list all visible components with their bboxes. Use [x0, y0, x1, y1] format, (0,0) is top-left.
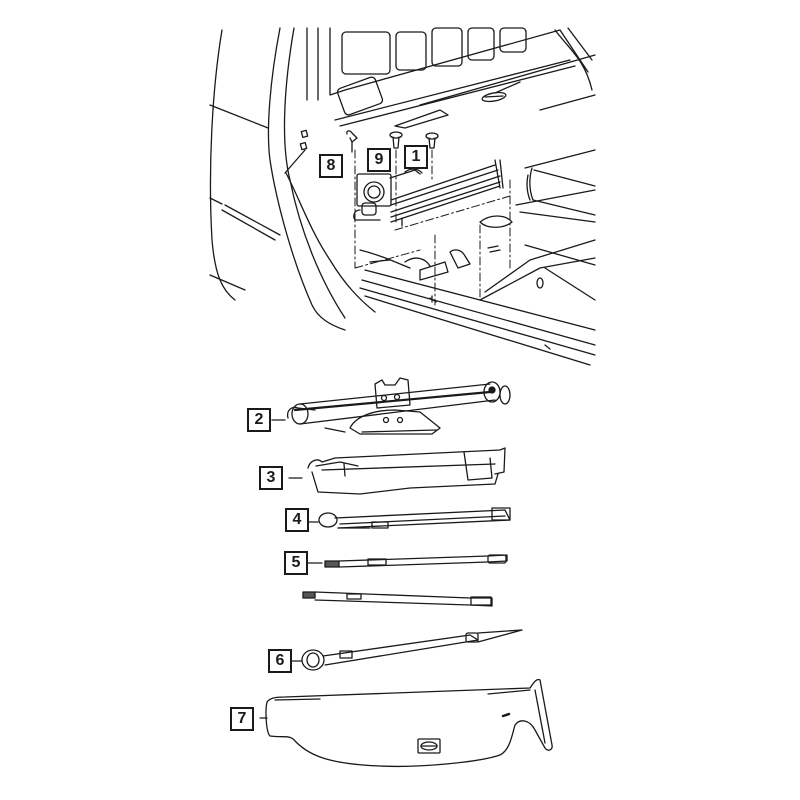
callout-5: 5 — [284, 551, 308, 575]
callout-3: 3 — [259, 466, 283, 490]
callout-7: 7 — [230, 707, 254, 731]
callout-2: 2 — [247, 408, 271, 432]
jack-holder-drawing — [307, 447, 506, 495]
vehicle-cargo-area — [209, 27, 596, 366]
scissor-jack-drawing — [286, 377, 511, 435]
second-extension-rod-drawing — [302, 591, 493, 607]
tool-cover-drawing — [265, 678, 553, 768]
callout-1: 1 — [404, 145, 428, 169]
callout-4: 4 — [285, 508, 309, 532]
lug-wrench-drawing — [301, 629, 523, 671]
jack-handle-drawing — [318, 507, 511, 529]
callout-8: 8 — [319, 154, 343, 178]
callout-9: 9 — [367, 148, 391, 172]
installed-jack-assembly — [346, 130, 504, 227]
callout-6: 6 — [268, 649, 292, 673]
installation-guide-lines — [354, 149, 511, 306]
extension-rod-drawing — [324, 554, 508, 568]
